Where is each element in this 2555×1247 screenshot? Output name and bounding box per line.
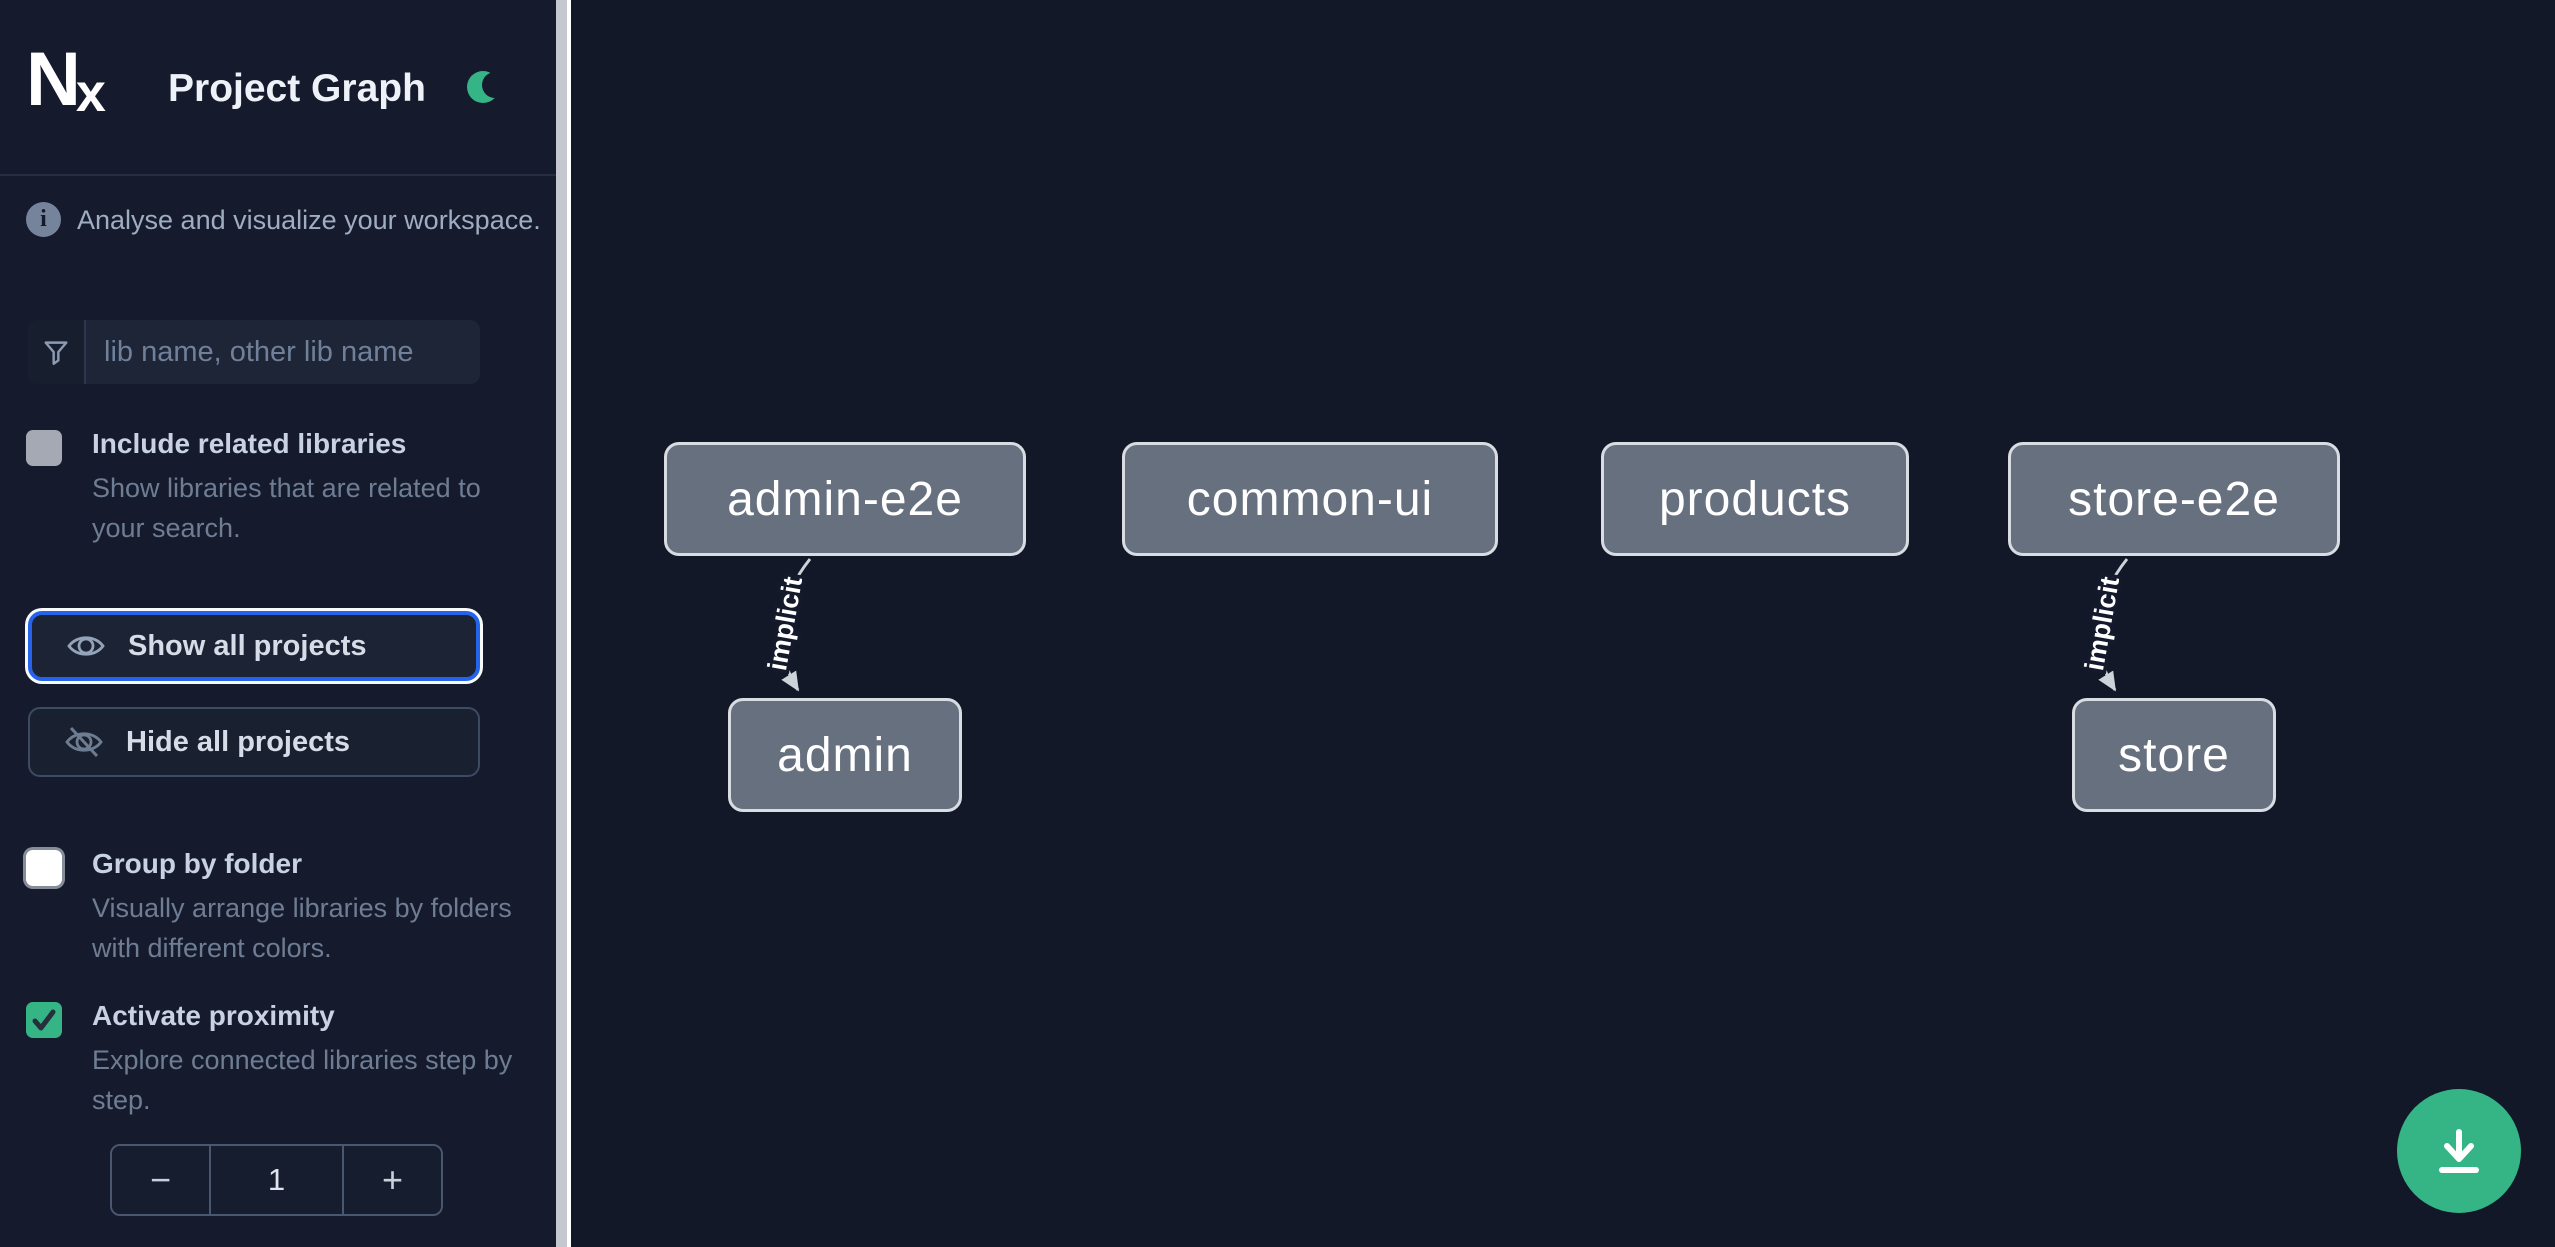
graph-node-admin-e2e[interactable]: admin-e2e bbox=[664, 442, 1026, 556]
toggle-label: Include related libraries bbox=[92, 428, 407, 459]
toggle-activate-proximity: Activate proximity Explore connected lib… bbox=[26, 1000, 530, 1160]
graph-node-products[interactable]: products bbox=[1601, 442, 1909, 556]
hide-all-projects-button[interactable]: Hide all projects bbox=[28, 707, 480, 777]
toggle-description: Show libraries that are related to your … bbox=[92, 473, 481, 543]
toggle-group-by-folder: Group by folder Visually arrange librari… bbox=[26, 848, 530, 1008]
sidebar-header: Nx Project Graph bbox=[0, 0, 556, 176]
toggle-description: Explore connected libraries step by step… bbox=[92, 1045, 513, 1115]
nx-logo: Nx bbox=[26, 37, 106, 124]
group-by-folder-checkbox[interactable] bbox=[26, 850, 62, 886]
increment-button[interactable]: + bbox=[344, 1146, 441, 1214]
info-icon: i bbox=[26, 202, 61, 237]
include-related-checkbox[interactable] bbox=[26, 430, 62, 466]
download-graph-button[interactable] bbox=[2397, 1089, 2521, 1213]
toggle-description: Visually arrange libraries by folders wi… bbox=[92, 893, 512, 963]
download-icon bbox=[2439, 1129, 2479, 1173]
moon-icon[interactable] bbox=[466, 69, 502, 105]
sidebar: Nx Project Graph i Analyse and visualize… bbox=[0, 0, 571, 1247]
eye-icon bbox=[67, 636, 105, 656]
proximity-depth-stepper: − 1 + bbox=[110, 1144, 443, 1216]
graph-canvas[interactable] bbox=[571, 0, 2555, 1247]
stepper-value: 1 bbox=[209, 1146, 344, 1214]
page-title: Project Graph bbox=[168, 67, 426, 110]
decrement-button[interactable]: − bbox=[112, 1146, 209, 1214]
button-label: Show all projects bbox=[128, 629, 367, 662]
button-label: Hide all projects bbox=[126, 725, 351, 758]
filter-icon bbox=[28, 320, 86, 384]
toggle-label: Group by folder bbox=[92, 848, 302, 879]
graph-node-admin[interactable]: admin bbox=[728, 698, 962, 812]
eye-off-icon bbox=[65, 727, 103, 757]
activate-proximity-checkbox[interactable] bbox=[26, 1002, 62, 1038]
show-all-projects-button[interactable]: Show all projects bbox=[28, 611, 480, 681]
checkmark-icon bbox=[32, 1009, 56, 1031]
search-box bbox=[28, 320, 480, 384]
workspace-info: i Analyse and visualize your workspace. bbox=[26, 202, 541, 242]
search-input[interactable] bbox=[86, 320, 480, 384]
sidebar-scrollbar[interactable] bbox=[556, 0, 571, 1247]
scrollbar-thumb[interactable] bbox=[556, 0, 567, 1247]
graph-node-common-ui[interactable]: common-ui bbox=[1122, 442, 1498, 556]
graph-node-store[interactable]: store bbox=[2072, 698, 2276, 812]
toggle-include-related: Include related libraries Show libraries… bbox=[26, 428, 530, 588]
toggle-label: Activate proximity bbox=[92, 1000, 335, 1031]
info-text: Analyse and visualize your workspace. bbox=[77, 205, 541, 235]
graph-node-store-e2e[interactable]: store-e2e bbox=[2008, 442, 2340, 556]
